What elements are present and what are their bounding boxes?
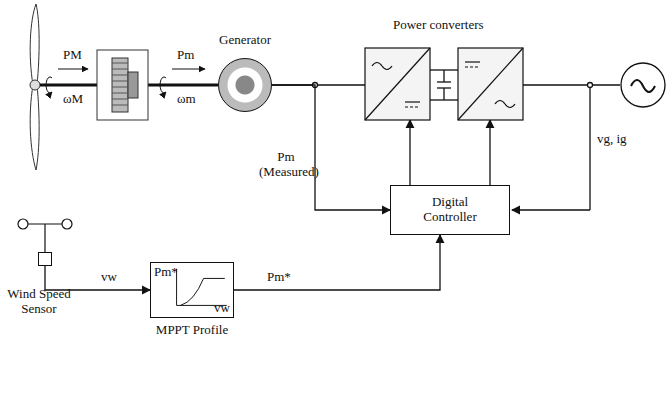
group-label: Power converters bbox=[392, 18, 485, 33]
power-label: Pm bbox=[176, 48, 195, 63]
generator-label: Generator bbox=[219, 33, 271, 48]
gearbox bbox=[97, 50, 148, 120]
controller-box: Digital Controller bbox=[390, 185, 510, 235]
anemometer bbox=[18, 219, 72, 252]
axis-label: Pm* bbox=[154, 265, 178, 280]
mppt-label: MPPT Profile bbox=[156, 323, 228, 338]
signal-arrow bbox=[234, 235, 440, 290]
edge-label: vw bbox=[100, 270, 118, 285]
generator-circle: Generator bbox=[218, 58, 272, 112]
edge-label: Pm (Measured) bbox=[258, 150, 314, 180]
power-label: PM bbox=[62, 48, 83, 63]
axis-label: vw bbox=[214, 301, 230, 316]
mppt-profile-box: Pm*vwMPPT Profile bbox=[150, 262, 234, 318]
speed-label: ωm bbox=[176, 92, 197, 107]
sensor-label: Wind Speed Sensor bbox=[0, 287, 79, 317]
speed-label: ωM bbox=[62, 92, 84, 107]
power-arrows bbox=[46, 69, 205, 93]
controller-label: Digital Controller bbox=[410, 195, 490, 225]
sensor-box: Wind Speed Sensor bbox=[38, 252, 52, 266]
edge-label: Pm* bbox=[266, 270, 292, 285]
signal-arrow bbox=[272, 85, 390, 210]
signal-label: vg, ig bbox=[596, 132, 628, 147]
power-converters bbox=[365, 48, 523, 120]
grid-source bbox=[621, 63, 665, 107]
wind-turbine bbox=[30, 4, 40, 170]
